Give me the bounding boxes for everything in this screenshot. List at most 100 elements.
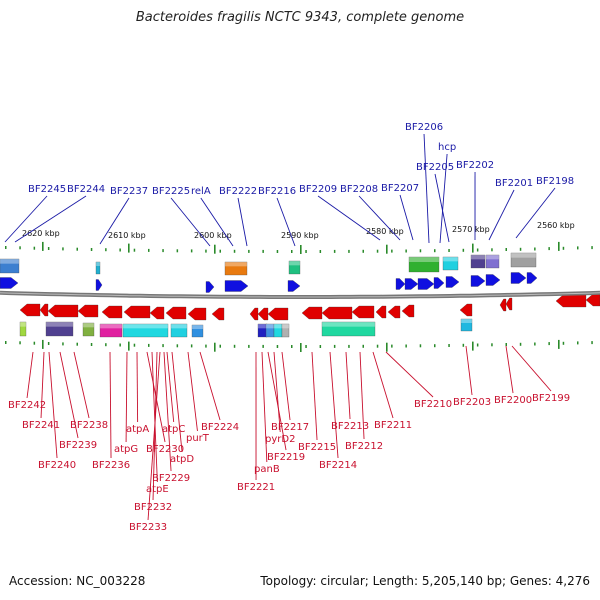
feature-box-shine — [289, 261, 300, 266]
scale-dot — [5, 341, 7, 344]
feature-box-shine — [486, 255, 499, 260]
feature-box-shine — [266, 324, 274, 329]
gene-label-bottom: BF2229 — [152, 473, 190, 484]
scale-dot — [190, 344, 193, 348]
scale-dot — [33, 341, 36, 345]
gene-label-bottom: atpD — [170, 454, 194, 465]
scale-tick-label: 2600 kbp — [194, 231, 232, 240]
scale-major-tick — [558, 241, 560, 251]
reverse-gene-arrow — [123, 305, 151, 319]
scale-dot — [591, 341, 593, 345]
leader-line — [200, 197, 234, 247]
scale-dot — [262, 249, 264, 253]
scale-dot — [348, 344, 350, 348]
gene-label-bottom: BF2230 — [146, 444, 184, 455]
scale-dot — [47, 247, 50, 250]
scale-dot — [291, 250, 293, 253]
gene-label-top: BF2222 — [219, 186, 257, 197]
gene-arrows — [0, 272, 600, 321]
scale-dot — [76, 342, 78, 346]
scale-dot — [305, 345, 307, 348]
leader-line — [372, 351, 394, 419]
scale-dot — [491, 343, 493, 347]
reverse-gene-arrow — [101, 305, 123, 319]
scale-dot — [119, 343, 121, 347]
gene-label-top: BF2237 — [110, 186, 148, 197]
reverse-gene-arrow — [47, 304, 79, 318]
scale-dot — [348, 249, 350, 253]
scale-dot — [19, 246, 21, 250]
gene-label-top: BF2198 — [536, 176, 574, 187]
gene-label-bottom: BF2241 — [22, 420, 60, 431]
gene-label-bottom: panB — [254, 464, 280, 475]
feature-box-shine — [96, 262, 100, 266]
forward-gene-arrow — [95, 279, 103, 291]
scale-dot — [562, 246, 565, 250]
scale-dot — [219, 249, 221, 253]
leader-line — [261, 351, 268, 463]
leader-line — [99, 197, 130, 245]
scale-dot — [448, 249, 450, 252]
leader-line — [199, 351, 221, 421]
scale-dot — [276, 250, 279, 253]
scale-dot — [248, 344, 250, 348]
scale-dot — [434, 344, 436, 348]
scale-dot — [548, 342, 550, 346]
gene-label-top: BF2202 — [456, 160, 494, 171]
reverse-gene-arrow — [149, 306, 165, 320]
scale-major-tick — [472, 243, 474, 253]
gene-label-top: BF2205 — [416, 162, 454, 173]
scale-dot — [176, 249, 179, 253]
scale-dot — [448, 344, 450, 347]
leader-line — [465, 345, 473, 396]
feature-box-shine — [443, 257, 458, 262]
forward-gene-arrow — [470, 275, 486, 287]
scale-dot — [291, 345, 293, 348]
feature-box-shine — [171, 324, 187, 329]
scale-dot — [205, 344, 207, 348]
scale-dot — [376, 344, 379, 348]
scale-dot — [90, 248, 93, 251]
reverse-gene-arrow — [257, 307, 269, 321]
feature-box — [45, 321, 74, 337]
forward-gene-arrow — [485, 274, 501, 286]
gene-label-top: hcp — [438, 142, 456, 153]
scale-dot — [248, 249, 250, 253]
feature-box-shine — [471, 255, 485, 260]
gene-label-top: BF2244 — [67, 184, 105, 195]
scale-dot — [462, 343, 465, 347]
gene-label-bottom: pyrD2 — [265, 434, 295, 445]
scale-dot — [376, 249, 379, 253]
gene-label-bottom: BF2232 — [134, 502, 172, 513]
scale-dot — [133, 343, 136, 347]
feature-box-shine — [100, 324, 122, 329]
leader-line — [73, 351, 90, 419]
leader-line — [281, 351, 291, 421]
gene-label-bottom: BF2219 — [267, 452, 305, 463]
scale-major-tick — [42, 241, 44, 251]
feature-box — [442, 256, 459, 271]
reverse-gene-arrow — [459, 303, 473, 317]
gene-label-bottom: BF2239 — [59, 440, 97, 451]
scale-dot — [476, 343, 479, 347]
scale-dot — [119, 248, 121, 252]
scale-major-tick — [42, 339, 44, 349]
scale-dot — [305, 250, 307, 253]
scale-dot — [233, 344, 236, 348]
leader-line — [14, 195, 87, 243]
gene-label-bottom: BF2221 — [237, 482, 275, 493]
gene-label-bottom: purT — [186, 433, 210, 444]
leader-line — [151, 351, 158, 483]
leader-line — [434, 173, 450, 243]
gene-label-top: BF2225 — [152, 186, 190, 197]
gene-label-top: BF2206 — [405, 122, 443, 133]
scale-dot — [262, 344, 264, 348]
reverse-gene-arrow — [165, 306, 187, 320]
gene-label-bottom: BF2215 — [298, 442, 336, 453]
leader-line — [359, 351, 365, 440]
scale-dot — [62, 247, 64, 251]
leader-line — [40, 351, 45, 419]
leader-line — [166, 351, 175, 423]
leader-line — [311, 351, 318, 441]
feature-box — [99, 323, 123, 338]
